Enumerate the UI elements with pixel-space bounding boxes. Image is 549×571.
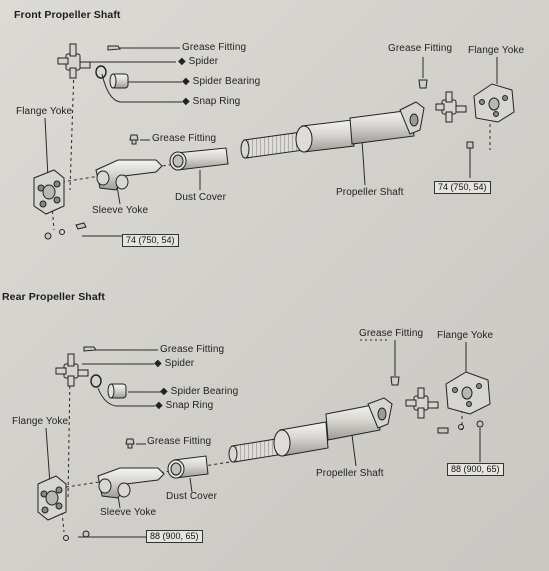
leader-line	[189, 477, 193, 493]
leader-line	[44, 117, 49, 179]
rear-snap-ring	[90, 374, 102, 388]
front-label-dust-cover: Dust Cover	[175, 192, 227, 203]
front-grease-fitting-small	[107, 45, 121, 51]
front-spider-bearing	[109, 73, 129, 89]
front-spider	[57, 43, 91, 79]
rear-label-dust-cover: Dust Cover	[166, 491, 218, 502]
front-grease-fitting-right	[418, 79, 428, 89]
front-label-grease-fitting-left: Grease Fitting	[182, 42, 247, 53]
rear-label-spider-bearing: ◆ Spider Bearing	[160, 386, 239, 397]
leader-line	[97, 387, 155, 407]
front-section-artwork	[44, 47, 498, 237]
rear-flange-yoke-left	[37, 475, 67, 521]
front-propeller-shaft	[240, 101, 425, 159]
leader-line	[101, 73, 182, 103]
rear-flange-yoke-right	[445, 371, 491, 415]
rear-grease-fitting-small	[83, 346, 97, 352]
front-flange-yoke-left	[33, 169, 65, 215]
front-bolt-left	[44, 222, 87, 240]
rear-label-grease-fitting-mid: Grease Fitting	[147, 436, 212, 447]
front-label-sleeve-yoke: Sleeve Yoke	[92, 205, 149, 216]
center-line	[61, 511, 65, 533]
rear-label-propeller-shaft: Propeller Shaft	[316, 468, 384, 479]
front-label-grease-fitting-mid: Grease Fitting	[152, 133, 217, 144]
front-torque-spec-right: 74 (750, 54)	[434, 181, 491, 194]
rear-label-flange-yoke-right: Flange Yoke	[437, 330, 494, 341]
front-grease-fitting-mid	[129, 134, 139, 145]
rear-label-sleeve-yoke: Sleeve Yoke	[100, 507, 157, 518]
leader-line	[45, 427, 51, 485]
front-label-snap-ring: ◆ Snap Ring	[182, 96, 241, 107]
front-flange-yoke-right	[473, 83, 515, 123]
leader-line	[351, 434, 357, 467]
rear-sleeve-yoke	[97, 467, 165, 499]
front-sleeve-yoke	[95, 159, 163, 191]
front-label-grease-fitting-right: Grease Fitting	[388, 43, 453, 54]
rear-label-flange-yoke-left: Flange Yoke	[12, 416, 69, 427]
front-snap-ring	[95, 65, 107, 79]
rear-spider-bearing	[107, 383, 127, 399]
center-line	[69, 67, 75, 191]
rear-dust-cover	[167, 455, 209, 479]
front-label-spider: ◆ Spider	[178, 56, 219, 67]
rear-label-spider: ◆ Spider	[154, 358, 195, 369]
front-dust-cover	[169, 147, 229, 171]
front-torque-spec-left: 74 (750, 54)	[122, 234, 179, 247]
rear-spider	[55, 353, 89, 387]
center-line	[67, 373, 71, 501]
rear-bolt-left	[63, 530, 90, 541]
rear-spider-right	[405, 387, 439, 419]
rear-torque-spec-left: 88 (900, 65)	[146, 530, 203, 543]
front-label-flange-yoke-left: Flange Yoke	[16, 106, 73, 117]
rear-propeller-shaft	[228, 397, 393, 463]
leader-line	[116, 185, 121, 205]
front-section-title: Front Propeller Shaft	[14, 9, 121, 21]
front-label-propeller-shaft: Propeller Shaft	[336, 187, 404, 198]
rear-label-grease-fitting-left: Grease Fitting	[160, 344, 225, 355]
front-label-flange-yoke-right: Flange Yoke	[468, 45, 525, 56]
rear-label-snap-ring: ◆ Snap Ring	[155, 400, 214, 411]
rear-section-title: Rear Propeller Shaft	[2, 291, 105, 303]
front-bolt-right	[466, 141, 474, 162]
rear-bolt-right	[437, 420, 484, 434]
rear-torque-spec-right: 88 (900, 65)	[447, 463, 504, 476]
leader-line	[361, 139, 366, 186]
center-line	[51, 204, 55, 231]
front-label-spider-bearing: ◆ Spider Bearing	[182, 76, 261, 87]
front-spider-right	[435, 91, 467, 123]
rear-grease-fitting-right	[390, 376, 400, 386]
rear-label-grease-fitting-right: Grease Fitting	[359, 328, 424, 339]
rear-grease-fitting-mid	[125, 438, 135, 449]
